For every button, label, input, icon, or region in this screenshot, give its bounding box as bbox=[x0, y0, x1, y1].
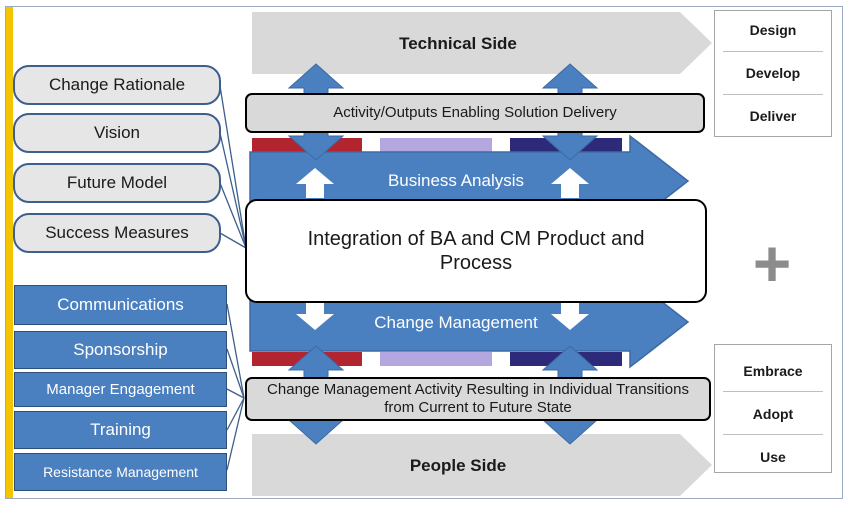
cm-element-training: Training bbox=[14, 411, 227, 449]
people-outcomes-box: Embrace Adopt Use bbox=[714, 344, 832, 473]
cm-connector-lines bbox=[226, 303, 245, 471]
integration-box: Integration of BA and CM Product and Pro… bbox=[245, 199, 707, 303]
plus-icon: + bbox=[752, 226, 792, 300]
cm-element-resistance-management: Resistance Management bbox=[14, 453, 227, 491]
outcome-embrace: Embrace bbox=[743, 363, 803, 379]
outcome-adopt: Adopt bbox=[752, 406, 794, 422]
cm-activity-box: Change Management Activity Resulting in … bbox=[245, 377, 711, 421]
outcome-develop: Develop bbox=[745, 65, 801, 81]
ba-element-future-model: Future Model bbox=[13, 163, 221, 203]
people-side-label: People Side bbox=[409, 455, 507, 475]
white-up-arrow-left bbox=[296, 168, 334, 198]
outcome-design: Design bbox=[749, 22, 797, 38]
outcome-divider bbox=[723, 391, 823, 392]
outcome-divider bbox=[723, 51, 823, 52]
white-down-arrow-right bbox=[551, 302, 589, 330]
strip-lavender-bottom bbox=[380, 352, 492, 366]
yellow-accent-bar bbox=[6, 7, 13, 498]
cm-element-sponsorship: Sponsorship bbox=[14, 331, 227, 369]
technical-outcomes-box: Design Develop Deliver bbox=[714, 10, 832, 137]
ba-element-success-measures: Success Measures bbox=[13, 213, 221, 253]
cm-element-manager-engagement: Manager Engagement bbox=[14, 372, 227, 407]
outcome-divider bbox=[723, 434, 823, 435]
technical-side-arrow bbox=[252, 12, 712, 74]
white-up-arrow-right bbox=[551, 168, 589, 198]
white-down-arrow-left bbox=[296, 302, 334, 330]
outcome-deliver: Deliver bbox=[749, 108, 797, 124]
ba-element-vision: Vision bbox=[13, 113, 221, 153]
outcome-divider bbox=[723, 94, 823, 95]
solution-delivery-box: Activity/Outputs Enabling Solution Deliv… bbox=[245, 93, 705, 133]
ba-element-change-rationale: Change Rationale bbox=[13, 65, 221, 105]
strip-lavender-top bbox=[380, 138, 492, 152]
change-management-label: Change Management bbox=[374, 312, 538, 332]
ba-connector-lines bbox=[219, 85, 247, 249]
business-analysis-label: Business Analysis bbox=[387, 170, 525, 190]
people-side-arrow bbox=[252, 434, 712, 496]
cm-element-communications: Communications bbox=[14, 285, 227, 325]
diagram-frame: Technical Side People Side Design Develo… bbox=[5, 6, 843, 499]
outcome-use: Use bbox=[760, 449, 786, 465]
technical-side-label: Technical Side bbox=[399, 33, 517, 53]
